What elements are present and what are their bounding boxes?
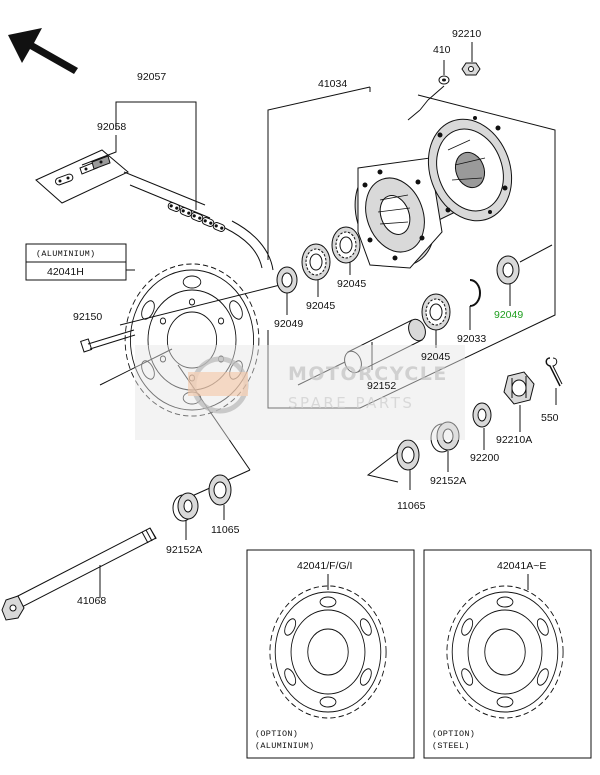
collar-92152A-left [172, 492, 199, 522]
bearing-92045-a [301, 243, 331, 281]
aluminium-box: (ALUMINIUM) 42041H [25, 243, 127, 281]
drive-chain [123, 171, 274, 271]
front-direction-arrow-icon [8, 28, 78, 74]
washer-92200 [472, 402, 492, 428]
label-92210: 92210 [452, 28, 481, 40]
label-92049-left: 92049 [274, 318, 303, 330]
label-92210A: 92210A [496, 434, 532, 446]
aluminium-box-title: (ALUMINIUM) [36, 249, 95, 259]
oil-seal-right-92049 [496, 255, 520, 285]
hub-collar-92152 [344, 318, 426, 374]
bearing-92045-b [331, 226, 361, 264]
option-right-part: 42041A~E [497, 560, 546, 572]
label-92033: 92033 [457, 333, 486, 345]
master-link-kit [35, 149, 129, 204]
sprocket-bolt [80, 329, 136, 353]
watermark-line2: SPARE PARTS [288, 394, 414, 412]
label-92152A-left: 92152A [166, 544, 202, 556]
label-92200: 92200 [470, 452, 499, 464]
label-410: 410 [433, 44, 451, 56]
label-92045-a: 92045 [306, 300, 335, 312]
label-92058: 92058 [97, 121, 126, 133]
label-550: 550 [541, 412, 559, 424]
label-92150: 92150 [73, 311, 102, 323]
label-92057: 92057 [137, 71, 166, 83]
label-41068: 41068 [77, 595, 106, 607]
watermark-line1: MOTORCYCLE [288, 363, 448, 385]
label-92045-b: 92045 [337, 278, 366, 290]
option-left-line2: (ALUMINIUM) [255, 741, 314, 751]
label-11065-right: 11065 [397, 500, 426, 512]
rear-axle-41068 [1, 527, 157, 621]
collar-92152A-right [430, 421, 460, 453]
hub-nut-92210 [461, 62, 481, 76]
oil-seal-11065-left [208, 474, 232, 506]
circlip-92033 [469, 279, 481, 307]
label-42041H: 42041H [47, 266, 84, 278]
label-92045-c: 92045 [421, 351, 450, 363]
label-92152A-right: 92152A [430, 475, 466, 487]
option-left-part: 42041/F/G/I [297, 560, 352, 572]
oil-seal-11065-right [396, 439, 420, 471]
rear-hub [354, 116, 513, 269]
label-41034: 41034 [318, 78, 347, 90]
option-right-line2: (STEEL) [432, 741, 470, 751]
axle-nut-92210A [503, 371, 535, 405]
option-box-steel [423, 549, 592, 759]
label-11065-left: 11065 [211, 524, 240, 536]
cotter-pin-550 [545, 357, 563, 387]
watermark: MOTORCYCLE SPARE PARTS [135, 345, 465, 440]
bearing-92045-c [421, 293, 451, 331]
label-92152: 92152 [367, 380, 396, 392]
option-left-line1: (OPTION) [255, 729, 298, 739]
option-right-line1: (OPTION) [432, 729, 475, 739]
oil-seal-left-92049 [276, 266, 298, 294]
hub-washer-410 [438, 75, 450, 85]
label-92049-right: 92049 [494, 309, 523, 321]
option-box-aluminium [246, 549, 415, 759]
